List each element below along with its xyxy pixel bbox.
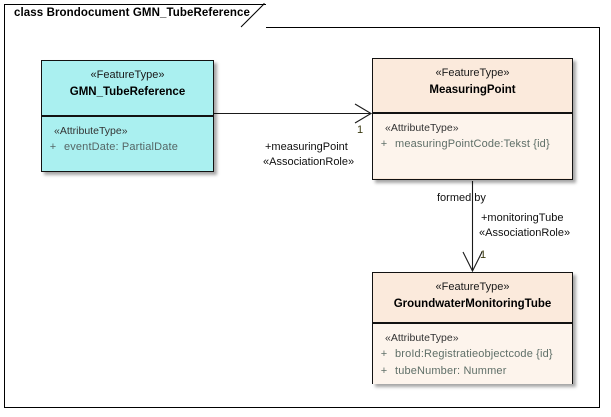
class-stereotype: «FeatureType» — [435, 281, 510, 293]
attribute-label: eventDate: PartialDate — [64, 140, 178, 153]
class-attributes-compartment: «AttributeType» + eventDate: PartialDate — [42, 117, 213, 170]
class-stereotype: «FeatureType» — [90, 69, 165, 81]
class-name-compartment: «FeatureType» MeasuringPoint — [373, 59, 572, 112]
class-box-measuringpoint[interactable]: «FeatureType» MeasuringPoint «AttributeT… — [372, 58, 573, 180]
attribute-stereotype: «AttributeType» — [385, 331, 459, 344]
class-name: MeasuringPoint — [429, 84, 516, 96]
class-attributes-compartment: «AttributeType» + measuringPointCode:Tek… — [373, 113, 572, 178]
class-name: GMN_TubeReference — [69, 86, 186, 98]
class-box-gmn-tubereference[interactable]: «FeatureType» GMN_TubeReference «Attribu… — [41, 60, 214, 172]
page-title: class Brondocument GMN_TubeReference — [14, 7, 250, 19]
attribute-visibility: + — [380, 364, 388, 377]
attribute-label: broId:Registratieobjectcode {id} — [395, 347, 553, 360]
class-stereotype: «FeatureType» — [435, 67, 510, 79]
association-target-multiplicity: 1 — [480, 249, 487, 261]
association-target-multiplicity: 1 — [357, 124, 364, 136]
association-name: formed by — [437, 192, 486, 204]
diagram-title-tab-corner — [240, 3, 266, 28]
association-role-stereotype: «AssociationRole» — [263, 156, 355, 168]
attribute-visibility: + — [49, 140, 57, 153]
attribute-stereotype: «AttributeType» — [385, 121, 459, 134]
class-name-compartment: «FeatureType» GMN_TubeReference — [42, 61, 213, 115]
attribute-row: + tubeNumber: Nummer — [373, 363, 572, 380]
attribute-row: + eventDate: PartialDate — [42, 139, 213, 156]
association-role-name: +monitoringTube — [481, 212, 564, 224]
class-attributes-compartment: «AttributeType» + broId:Registratieobjec… — [373, 323, 572, 384]
tab-corner-icon — [240, 3, 265, 28]
attribute-visibility: + — [380, 347, 388, 360]
diagram-title-tab — [4, 4, 266, 28]
compartment-divider — [42, 115, 213, 117]
attribute-label: tubeNumber: Nummer — [395, 364, 507, 377]
attribute-stereotype: «AttributeType» — [54, 124, 128, 137]
association-role-stereotype: «AssociationRole» — [479, 227, 571, 239]
attribute-label: measuringPointCode:Tekst {id} — [395, 137, 550, 150]
attribute-row: + broId:Registratieobjectcode {id} — [373, 346, 572, 363]
diagram-frame — [4, 27, 600, 408]
class-box-groundwatermonitoringtube[interactable]: «FeatureType» GroundwaterMonitoringTube … — [372, 272, 573, 384]
attribute-visibility: + — [380, 137, 388, 150]
compartment-divider — [373, 322, 572, 324]
compartment-divider — [373, 112, 572, 114]
class-name: GroundwaterMonitoringTube — [393, 298, 552, 310]
attribute-row: + measuringPointCode:Tekst {id} — [373, 136, 572, 153]
association-role-name: +measuringPoint — [265, 141, 348, 153]
class-name-compartment: «FeatureType» GroundwaterMonitoringTube — [373, 273, 572, 322]
